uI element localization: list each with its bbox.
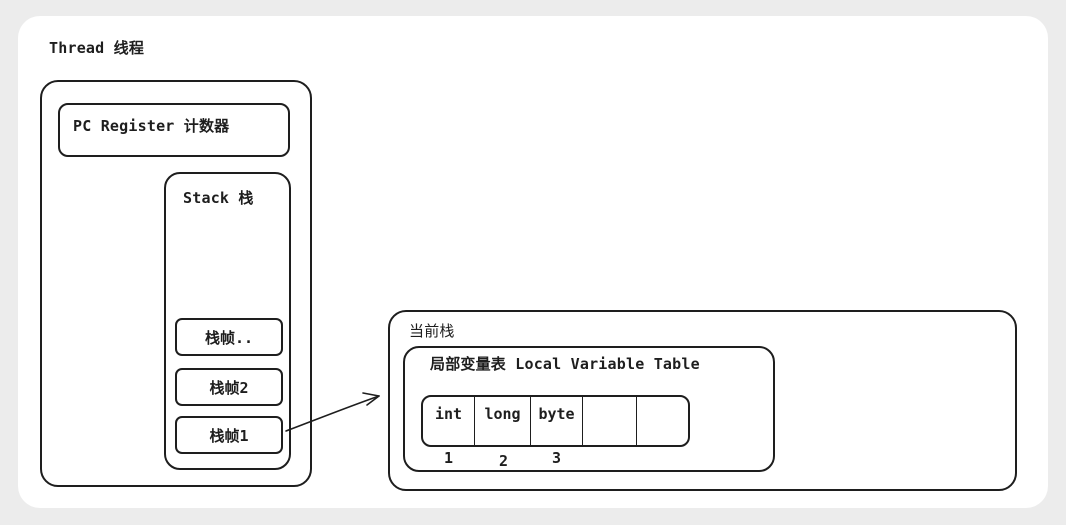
stack-frame-2: 栈帧2: [175, 368, 283, 406]
slot-divider: [530, 397, 531, 445]
slot-divider: [582, 397, 583, 445]
local-variable-table-label: 局部变量表 Local Variable Table: [430, 355, 700, 373]
slot-row: int long byte: [421, 395, 690, 447]
thread-box: [40, 80, 312, 487]
current-stack-label: 当前栈: [409, 322, 455, 340]
slot-cell: [637, 397, 688, 445]
stack-box: [164, 172, 291, 470]
slot-divider: [474, 397, 475, 445]
thread-label: Thread 线程: [49, 39, 145, 57]
slot-index: 2: [499, 452, 509, 470]
slot-cell: long: [484, 405, 521, 423]
local-variable-table-box: [403, 346, 775, 472]
slot-index: 1: [444, 449, 454, 467]
slot-cell: [583, 397, 636, 445]
pc-register-box: [58, 103, 290, 157]
stack-label: Stack 栈: [183, 189, 254, 207]
pc-register-label: PC Register 计数器: [73, 117, 230, 135]
stack-frame-more: 栈帧..: [175, 318, 283, 356]
slot-cell: byte: [538, 405, 575, 423]
stack-frame-1: 栈帧1: [175, 416, 283, 454]
slot-cell: int: [434, 405, 463, 423]
slot-divider: [636, 397, 637, 445]
slot-index: 3: [552, 449, 562, 467]
current-stack-box: [388, 310, 1017, 491]
